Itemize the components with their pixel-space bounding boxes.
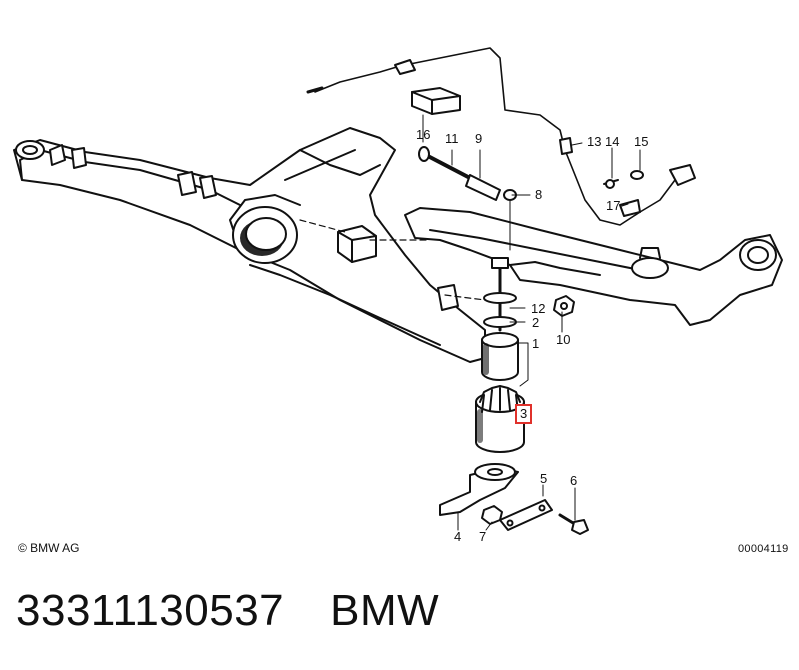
lock-nut: [481, 505, 503, 525]
callout-13: 13: [587, 134, 602, 149]
small-screw-and-washer: [603, 170, 644, 217]
callout-16: 16: [416, 127, 431, 142]
callout-9: 9: [475, 131, 483, 146]
callout-8: 8: [535, 187, 543, 202]
rear-axle-carrier-diagram: [13, 47, 783, 535]
part-caption: 33311130537 BMW: [16, 586, 439, 636]
callout-12: 12: [531, 301, 546, 316]
rubber-mount: [481, 332, 519, 381]
mounting-bracket: [439, 463, 519, 516]
callout-3-highlighted: 3: [515, 404, 533, 424]
callout-2: 2: [532, 315, 540, 330]
callout-5: 5: [540, 471, 548, 486]
part-number: 33311130537: [16, 586, 285, 635]
trailing-arm: [404, 207, 783, 326]
left-bushing-housing: [15, 140, 45, 160]
cable-clip: [411, 87, 461, 115]
speed-sensor-cable: [306, 47, 696, 226]
drawing-number: 00004119: [738, 543, 789, 555]
bolt-and-sleeve: [418, 146, 517, 201]
rubber-damper-highlighted-part: [475, 385, 525, 453]
callout-15: 15: [634, 134, 649, 149]
brand-name: BMW: [330, 586, 440, 635]
callout-4: 4: [454, 529, 462, 544]
hex-bolt: [558, 513, 589, 535]
callout-17: 17: [606, 198, 621, 213]
callout-10: 10: [556, 332, 571, 347]
differential-mount-opening: [232, 206, 298, 264]
callout-11: 11: [445, 131, 459, 146]
beam-brackets: [49, 144, 459, 311]
copyright-notice: © BMW AG: [18, 541, 80, 555]
flat-plate: [499, 499, 553, 531]
stud-bolt: [483, 257, 517, 332]
callout-6: 6: [570, 473, 578, 488]
callout-14: 14: [605, 134, 620, 149]
callout-7: 7: [479, 529, 487, 544]
callout-1: 1: [532, 336, 540, 351]
hex-nut: [553, 295, 575, 317]
rubber-mount-block: [337, 225, 377, 263]
